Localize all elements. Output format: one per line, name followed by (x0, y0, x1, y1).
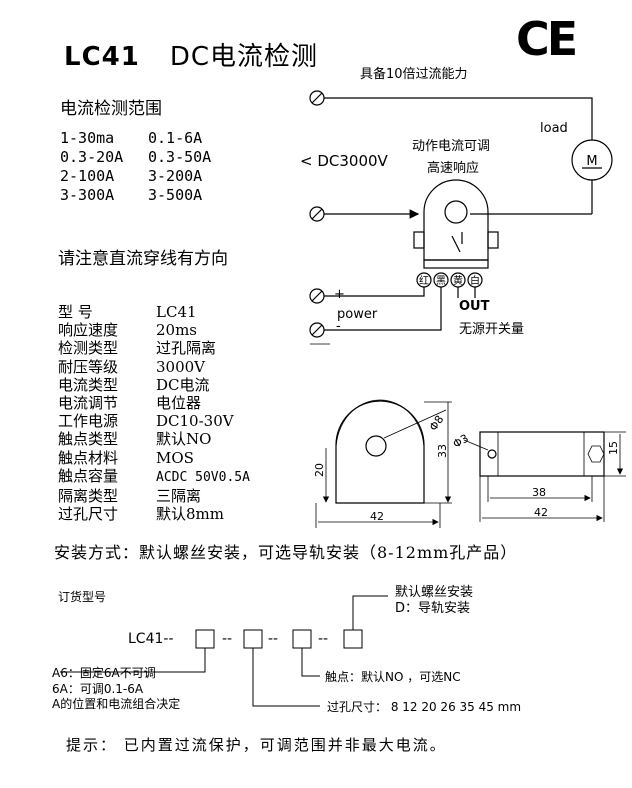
install-note: 安装方式：默认螺丝安装，可选导轨安装（8-12mm孔产品） (54, 543, 518, 562)
terminal-power-plus (309, 288, 325, 304)
terminal-source (309, 206, 325, 222)
dim-base-height: 20 (313, 463, 326, 477)
dim-total-height: 33 (436, 444, 449, 458)
power-label: power (337, 307, 378, 322)
side-view-drawing (463, 431, 626, 522)
wiring-diagram (309, 90, 613, 345)
pin-white: 白 (470, 274, 480, 287)
product-subtitle: DC电流检测 (169, 42, 319, 72)
spec-row: 检测类型过孔隔离 (58, 339, 217, 358)
sensor-body (413, 179, 499, 269)
fast-response-label: 高速响应 (427, 161, 480, 176)
terminal-power-minus (309, 322, 325, 338)
spec-row: 过孔尺寸默认8mm (58, 505, 224, 524)
code-box-contact (292, 629, 312, 649)
tip-note: 提示： 已内置过流保护，可调范围并非最大电流。 (66, 736, 447, 754)
dim-inner-width: 38 (532, 486, 546, 499)
range-option-a6: A6：固定6A不可调 (52, 666, 156, 680)
out-label: OUT (459, 299, 490, 314)
load-label: load (540, 121, 568, 136)
ce-mark-logo: CE (516, 12, 578, 66)
order-heading: 订货型号 (58, 590, 107, 604)
pin-red: 红 (419, 274, 429, 287)
pin-black: 黑 (436, 275, 446, 287)
order-code-diagram (60, 595, 388, 707)
contact-option: 触点：默认NO ，可选NC (325, 670, 461, 684)
dim-screw-diameter: Φ3 (451, 432, 471, 451)
direction-note: 请注意直流穿线有方向 (58, 249, 228, 269)
model-label: LC41 (64, 42, 140, 72)
dim-front-width: 42 (370, 510, 384, 523)
dim-side-height: 15 (607, 441, 620, 455)
terminal-load (309, 90, 325, 106)
product-title: LC41 DC电流检测 (64, 36, 318, 73)
isolation-voltage-label: < DC3000V (300, 152, 388, 170)
code-box-hole (243, 629, 263, 649)
range-option-note: A的位置和电流组合决定 (52, 697, 181, 711)
dim-side-width: 42 (534, 506, 548, 519)
pin-yellow: 黄 (453, 274, 463, 287)
range-option-6a: 6A：可调0.1-6A (52, 682, 144, 696)
spec-row: 电流调节电位器 (58, 394, 202, 413)
order-code-sep: -- (268, 631, 279, 647)
overload-note: 具备10倍过流能力 (360, 67, 468, 82)
order-code-sep: -- (222, 631, 233, 647)
install-option-default: 默认螺丝安装 (395, 585, 474, 600)
front-view-drawing (315, 399, 452, 528)
order-code-prefix: LC41-- (128, 631, 174, 647)
adjustable-label: 动作电流可调 (412, 139, 491, 154)
spec-row: 触点类型默认NO (58, 430, 212, 449)
code-box-install (343, 629, 363, 649)
passive-switch-label: 无源开关量 (459, 322, 525, 337)
hole-size-options: 过孔尺寸： 8 12 20 26 35 45 mm (327, 700, 522, 714)
power-plus-label: + (334, 287, 345, 302)
order-code-sep: -- (318, 631, 329, 647)
motor-label: M (586, 154, 597, 169)
spec-row: 隔离类型三隔离 (58, 487, 202, 506)
install-option-rail: D：导轨安装 (395, 601, 471, 616)
dim-hole-diameter: Φ8 (427, 413, 447, 433)
code-box-range (195, 629, 215, 649)
power-minus-label: - (336, 319, 341, 334)
range-heading: 电流检测范围 (60, 99, 162, 119)
